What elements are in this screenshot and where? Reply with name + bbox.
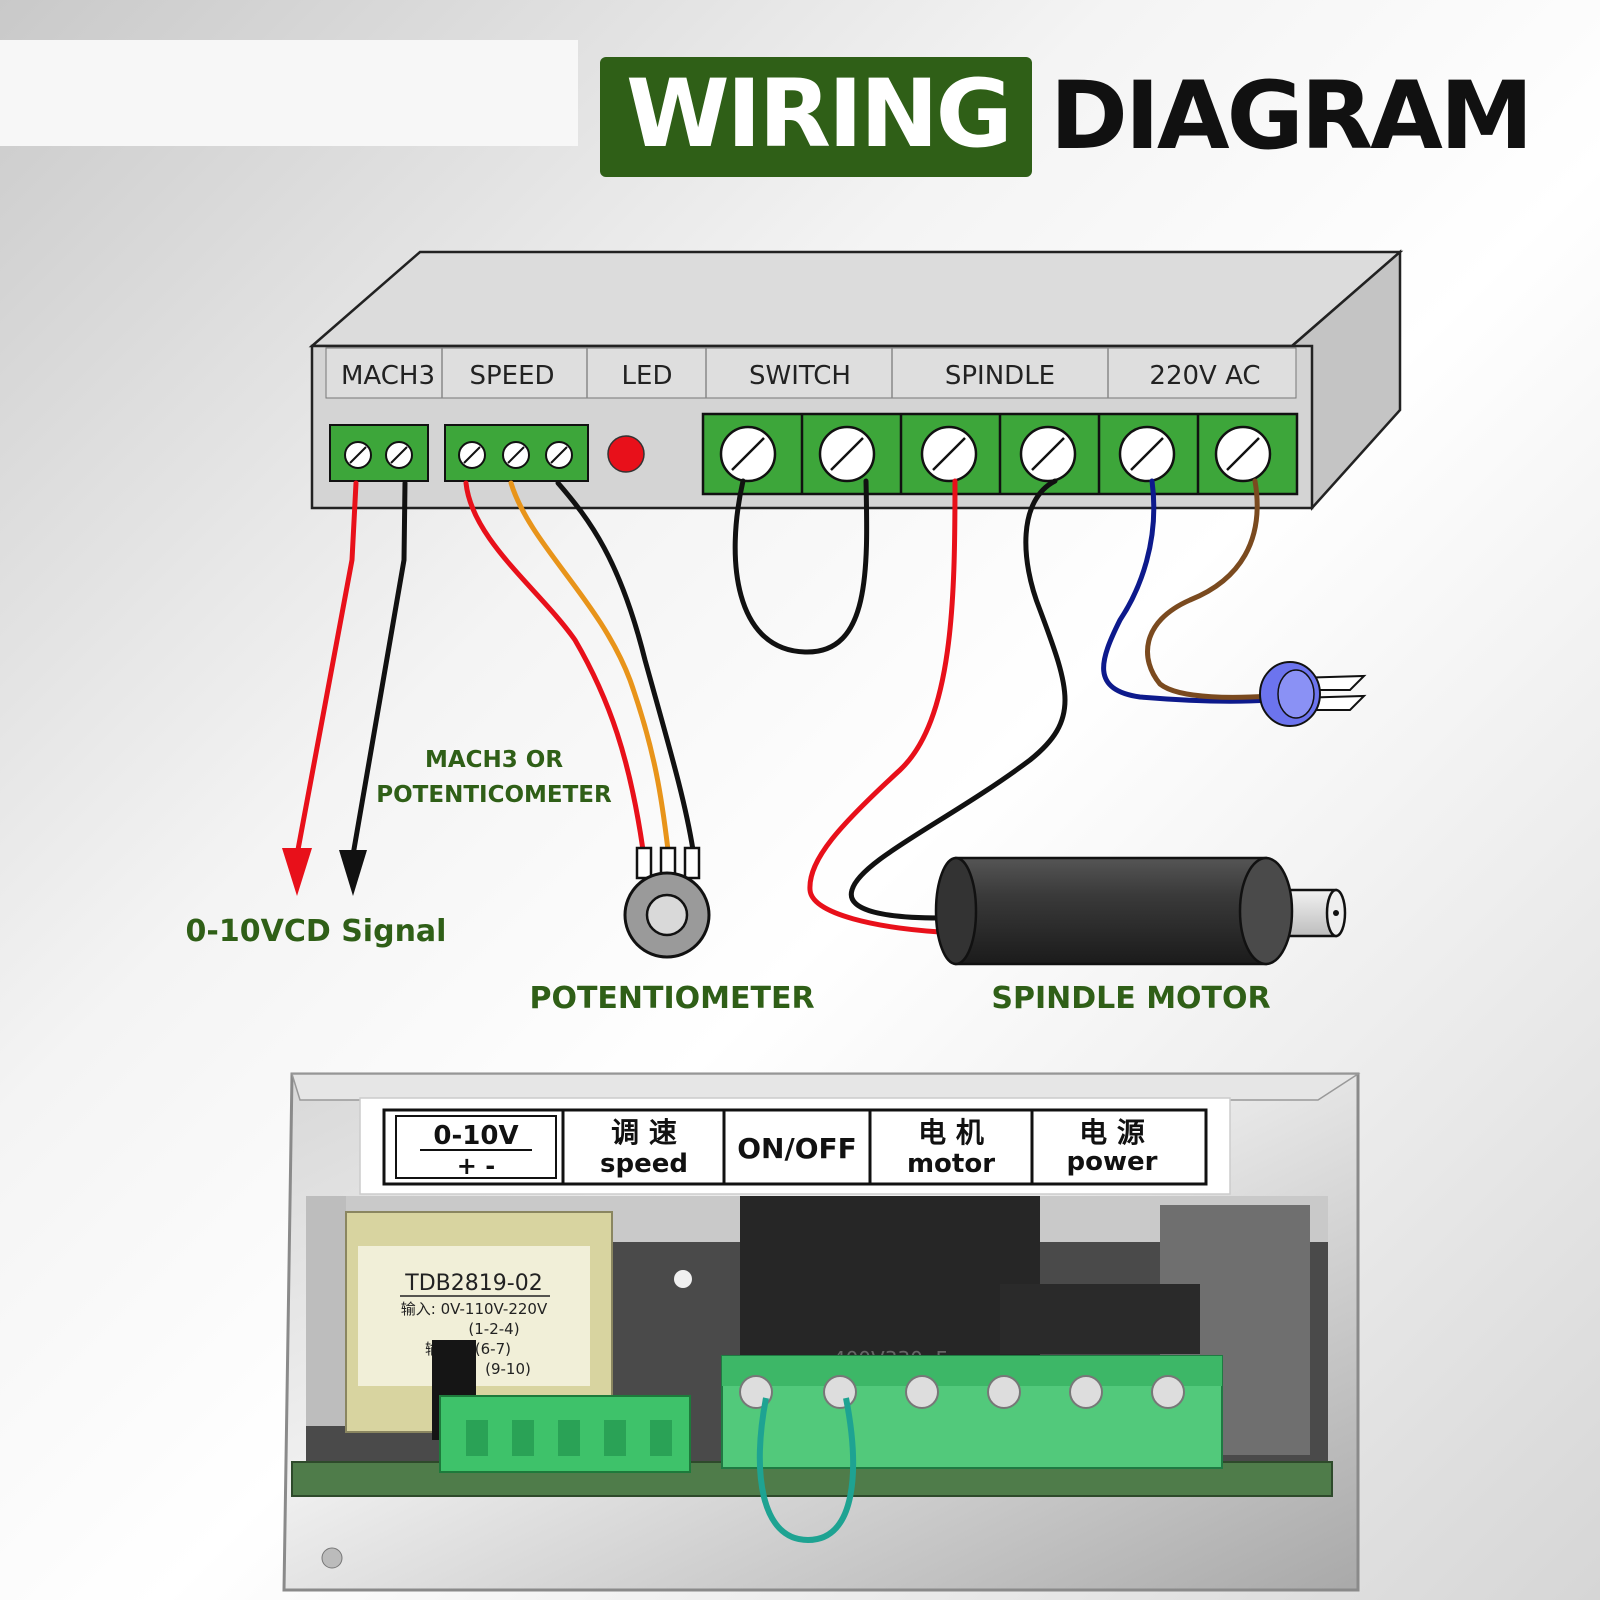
header-banner: [0, 40, 578, 146]
pot-wire-black: [555, 480, 696, 853]
sticker-motor-cn: 电 机: [918, 1116, 984, 1149]
signal-terminal-photo: [439, 1395, 691, 1473]
section-label-spindle: SPINDLE: [945, 361, 1055, 391]
wires: [294, 478, 1273, 935]
transformer-line2: (1-2-4): [468, 1320, 519, 1338]
potentiometer-label: POTENTIOMETER: [529, 981, 814, 1016]
signal-arrow-black: [339, 850, 367, 896]
sticker-polarity: + -: [457, 1152, 495, 1180]
sticker-voltage: 0-10V: [433, 1121, 518, 1151]
signal-wire-black: [350, 480, 408, 858]
ac-wire-blue: [1101, 478, 1273, 704]
section-label-speed: SPEED: [469, 361, 554, 391]
section-label-strip: [325, 347, 1297, 399]
ac-wire-brown: [1145, 478, 1273, 700]
pot-wire-orange: [508, 480, 671, 853]
transformer-line1: 输入: 0V-110V-220V: [401, 1300, 548, 1318]
led-indicator: [607, 435, 645, 473]
signal-label: 0-10VCD Signal: [186, 914, 447, 949]
section-label-mach3: MACH3: [341, 361, 435, 391]
page-title: WIRING DIAGRAM: [600, 56, 1534, 178]
sticker-power-en: power: [1067, 1147, 1158, 1177]
ac-plug: [1259, 661, 1367, 727]
sticker-speed-en: speed: [600, 1149, 688, 1179]
controller-photo: 400V330μF TDB2819-02 输入: 0V-110V-220V (1…: [282, 1072, 1361, 1592]
speed-terminal-block: [444, 424, 589, 482]
sticker-onoff: ON/OFF: [737, 1132, 857, 1165]
transformer-model: TDB2819-02: [404, 1271, 542, 1296]
sticker-speed-cn: 调 速: [611, 1116, 677, 1149]
pot-wire-red: [463, 480, 646, 853]
spindle-wire-red: [807, 478, 958, 935]
potentiometer-device: [623, 846, 711, 959]
section-label-switch: SWITCH: [749, 361, 851, 391]
title-highlight: WIRING: [600, 57, 1032, 177]
mach3-or-label-line1: MACH3 OR: [425, 747, 563, 773]
signal-arrow-red: [282, 848, 312, 896]
sticker-motor-en: motor: [907, 1149, 995, 1179]
controller-box: MACH3 SPEED LED SWITCH SPINDLE 220V AC: [308, 249, 1404, 511]
power-terminal-photo: [721, 1355, 1223, 1469]
power-terminal-block: [701, 412, 1299, 496]
section-label-led: LED: [622, 361, 673, 391]
mach3-terminal-block: [329, 424, 429, 482]
section-label-220vac: 220V AC: [1149, 361, 1260, 391]
sticker-power-cn: 电 源: [1079, 1116, 1145, 1149]
transformer-line4: (9-10): [485, 1360, 531, 1378]
spindle-motor-device: [934, 856, 1347, 966]
jumper-wire-photo: [756, 1397, 856, 1544]
controller-top-face: [308, 250, 1404, 348]
signal-wire-red: [294, 480, 359, 858]
mach3-or-label-line2: POTENTICOMETER: [376, 782, 612, 808]
switch-loop-wire: [732, 478, 870, 655]
spindle-motor-label: SPINDLE MOTOR: [991, 981, 1270, 1016]
title-rest: DIAGRAM: [1049, 62, 1534, 171]
spindle-wire-black: [848, 478, 1068, 921]
terminal-label-sticker: 0-10V + - 调 速 speed ON/OFF 电 机 motor 电 源…: [359, 1097, 1231, 1195]
